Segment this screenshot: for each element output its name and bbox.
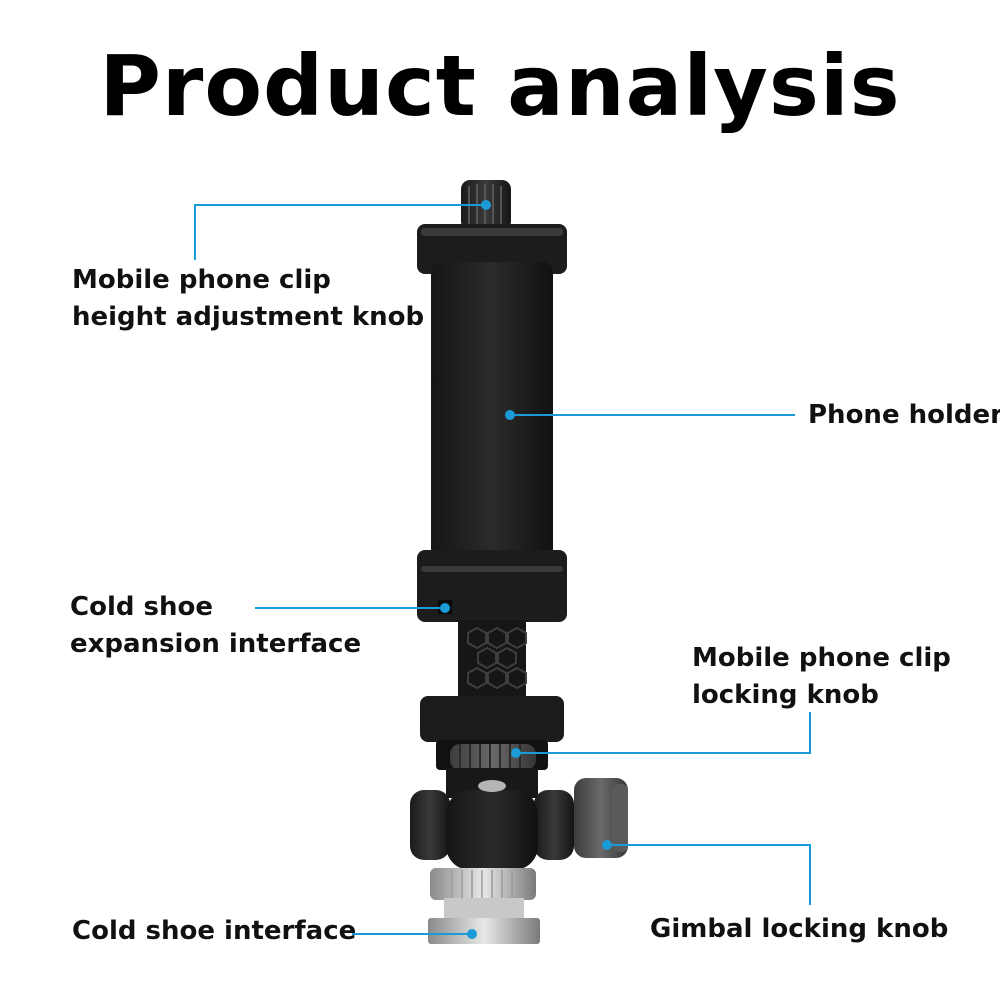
gimbal-locking-knob (574, 778, 628, 858)
label-height-adjustment-knob: Mobile phone clip height adjustment knob (72, 265, 425, 332)
callout-dot-phone-holder (505, 410, 515, 420)
callout-dot-cold-shoe-interface (467, 929, 477, 939)
label-cold-shoe-expansion: Cold shoe expansion interface (70, 592, 362, 659)
label-gimbal-locking-knob: Gimbal locking knob (650, 914, 949, 944)
ball-head (410, 768, 574, 870)
callout-lines (194, 204, 811, 935)
cold-shoe-foot (428, 898, 540, 944)
label-clip-locking-knob: Mobile phone clip locking knob (692, 643, 951, 710)
clip-locking-knob (436, 740, 548, 770)
label-phone-holder: Phone holder (808, 400, 1000, 430)
phone-holder-plate (431, 262, 553, 562)
telescopic-column (458, 620, 527, 700)
phone-clip-bottom-clamp (417, 550, 567, 622)
callout-dot-locking-knob (511, 748, 521, 758)
cold-shoe-lock-ring (430, 868, 536, 900)
callout-dot-cold-shoe-expansion (440, 603, 450, 613)
phone-clip-top-clamp (417, 224, 567, 274)
callout-dot-gimbal-knob (602, 840, 612, 850)
page-title: Product analysis (99, 37, 901, 135)
lower-block (420, 696, 564, 742)
callout-dot-height-knob (481, 200, 491, 210)
label-cold-shoe-interface: Cold shoe interface (72, 916, 357, 946)
